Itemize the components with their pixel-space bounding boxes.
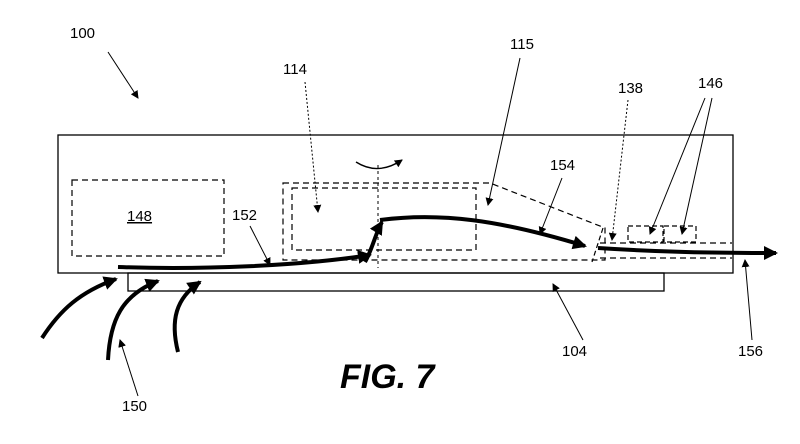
ref-115: 115 [510, 36, 534, 53]
ref-152: 152 [232, 207, 257, 224]
ref-156: 156 [738, 343, 763, 360]
ref-138: 138 [618, 80, 643, 97]
airflow-156 [597, 245, 778, 260]
leader-138 [608, 99, 629, 241]
ref-154: 154 [550, 157, 575, 174]
leader-100 [107, 51, 139, 99]
airflow-154 [379, 215, 587, 250]
inlet-airflow-2 [106, 278, 160, 361]
leader-154 [538, 177, 563, 235]
ref-104: 104 [562, 343, 587, 360]
component-115-outline [282, 182, 606, 261]
sensor-146-a [627, 225, 664, 243]
leader-156 [741, 259, 753, 341]
leader-146-b [679, 97, 713, 235]
sensor-146-b [663, 225, 697, 243]
rotation-arrow-icon [355, 159, 403, 170]
ref-114: 114 [283, 61, 307, 78]
ref-146: 146 [698, 75, 723, 92]
figure-caption: FIG. 7 [340, 358, 437, 396]
base-plate [127, 272, 665, 292]
inlet-airflow-1 [40, 276, 118, 340]
seal-138 [591, 227, 604, 263]
device-housing [57, 134, 734, 274]
leader-114 [304, 81, 322, 213]
ref-100: 100 [70, 25, 95, 42]
ref-148: 148 [127, 208, 152, 225]
leader-115 [485, 57, 521, 206]
airflow-152 [117, 249, 372, 270]
outlet-channel [600, 242, 732, 259]
leader-104 [552, 283, 584, 341]
ref-150: 150 [122, 398, 147, 415]
airflow-riser [363, 220, 384, 264]
leader-152 [249, 225, 271, 266]
inlet-airflow-3 [172, 280, 202, 353]
leader-146-a [648, 97, 706, 235]
leader-150 [118, 339, 139, 397]
component-148-box [71, 179, 225, 257]
